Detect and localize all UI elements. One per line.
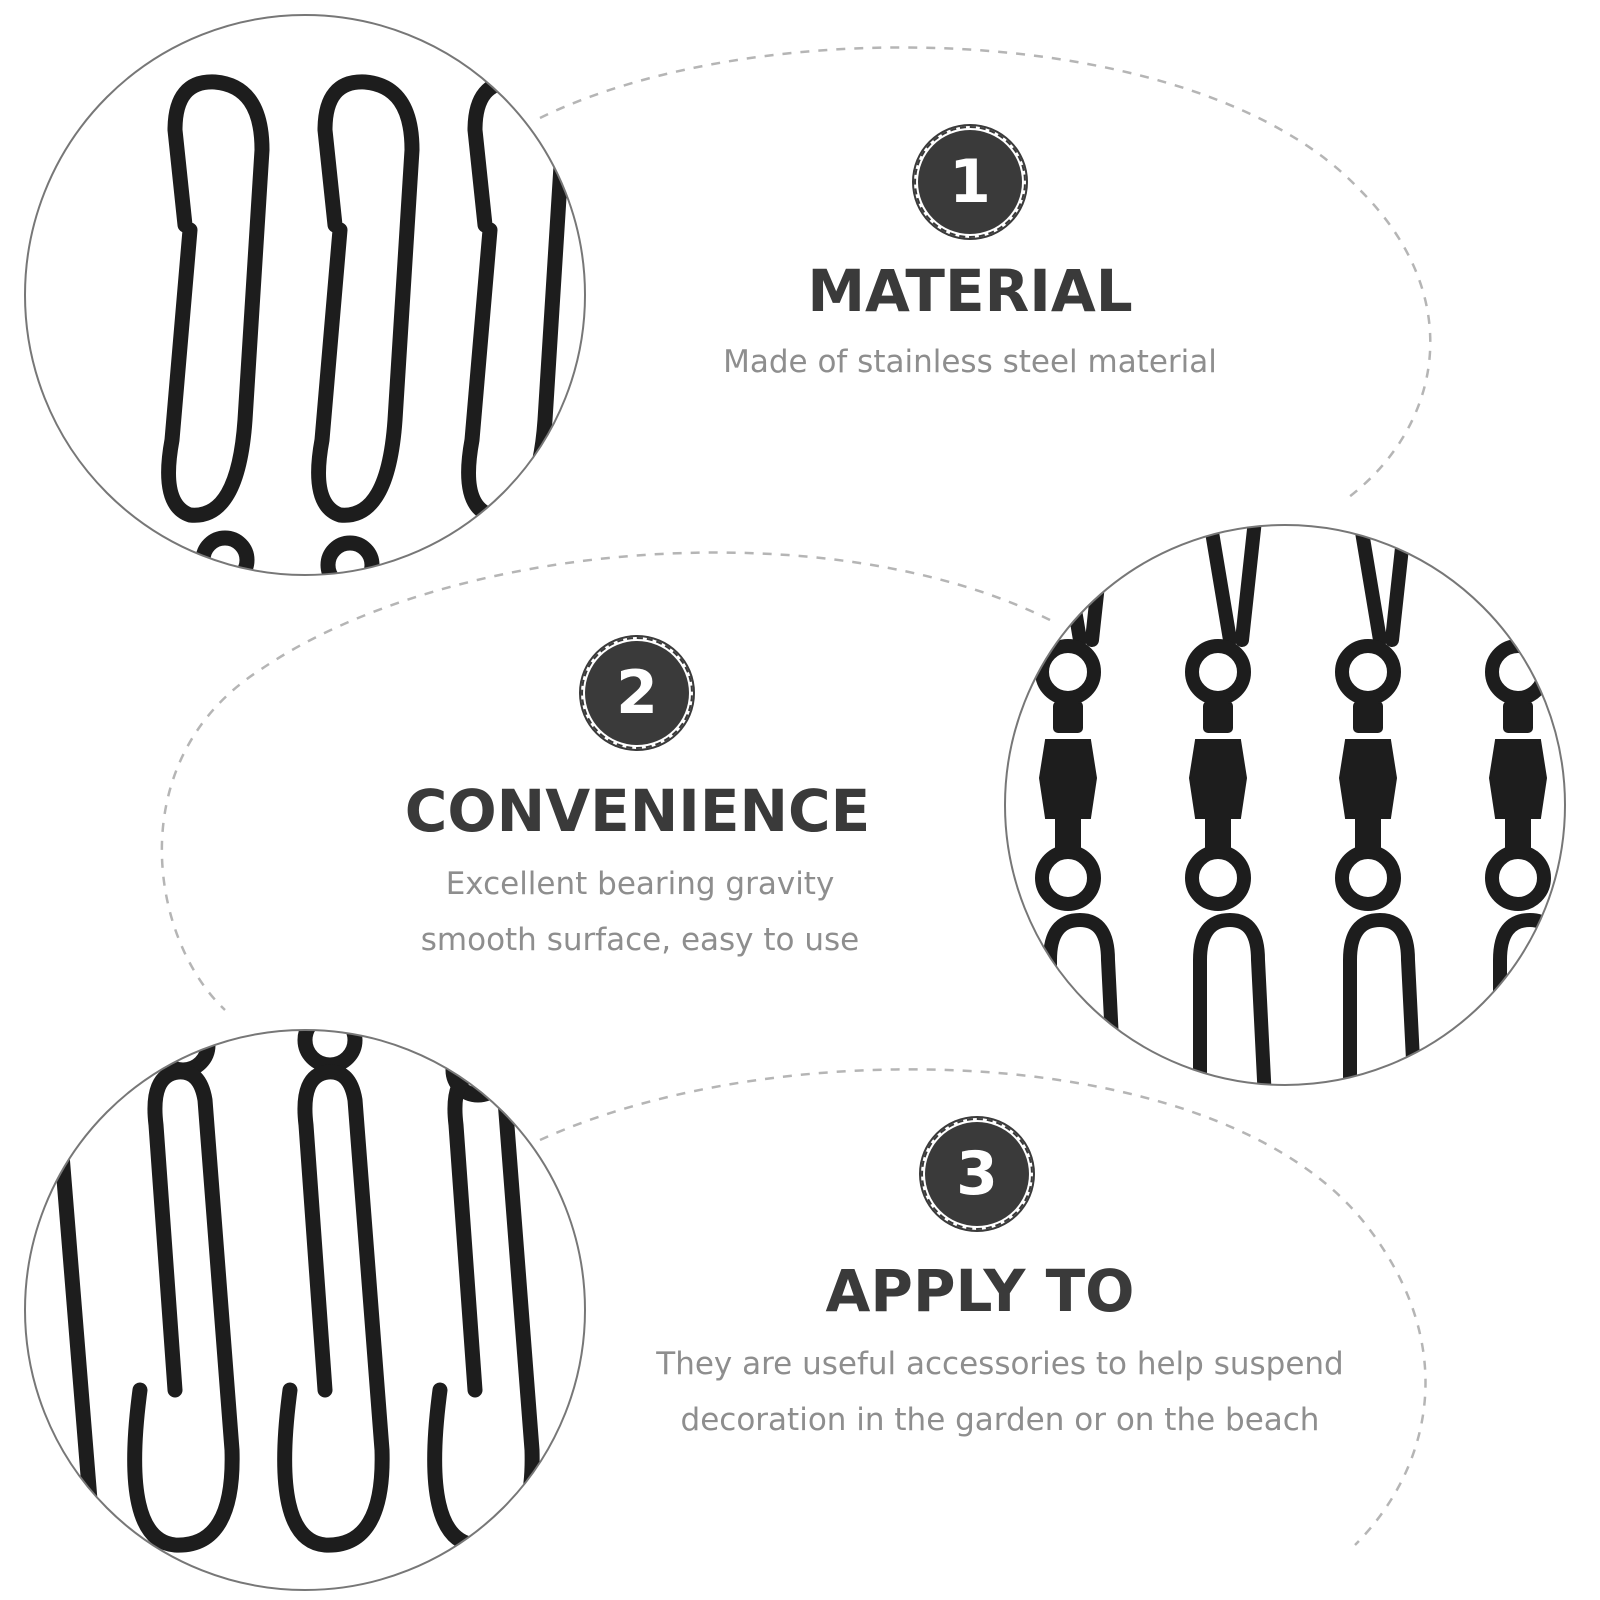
dashed-arc-top [539, 46, 1432, 502]
feature-desc-material: Made of stainless steel material [723, 344, 1217, 380]
step-3-badge: 3 [921, 1118, 1033, 1230]
step-2-badge: 2 [581, 637, 693, 749]
feature-desc-apply-to-line2: decoration in the garden or on the beach [680, 1402, 1320, 1438]
feature-title-convenience: CONVENIENCE [404, 777, 871, 845]
dashed-arc-middle [160, 551, 1051, 1011]
photo-snap-hooks-bottom [24, 1029, 586, 1591]
feature-desc-apply-to-line1: They are useful accessories to help susp… [656, 1346, 1344, 1382]
feature-desc-convenience-line2: smooth surface, easy to use [420, 922, 860, 958]
feature-desc-convenience-line1: Excellent bearing gravity [445, 866, 835, 902]
feature-title-material: MATERIAL [807, 257, 1133, 325]
step-1-badge: 1 [914, 126, 1026, 238]
dashed-arc-bottom [539, 1068, 1427, 1546]
feature-title-apply-to: APPLY TO [825, 1257, 1135, 1325]
photo-swivels-right [1004, 524, 1566, 1086]
photo-snap-hooks-top [24, 14, 586, 576]
